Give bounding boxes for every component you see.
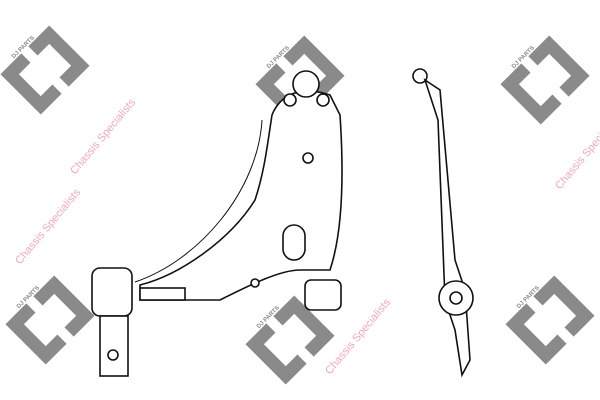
watermark-text: Chassis Specialists xyxy=(553,111,600,192)
dj-parts-logo: DJ PARTS xyxy=(505,275,595,365)
control-arm-front-view xyxy=(91,70,343,377)
watermark-text: Chassis Specialists xyxy=(13,186,83,267)
dj-parts-logo: DJ PARTS xyxy=(0,25,90,115)
dj-parts-logo: DJ PARTS xyxy=(5,275,95,365)
control-arm-side-view xyxy=(412,68,474,378)
dj-parts-logo: DJ PARTS xyxy=(500,35,590,125)
watermark-text: Chassis Specialists xyxy=(68,96,138,177)
